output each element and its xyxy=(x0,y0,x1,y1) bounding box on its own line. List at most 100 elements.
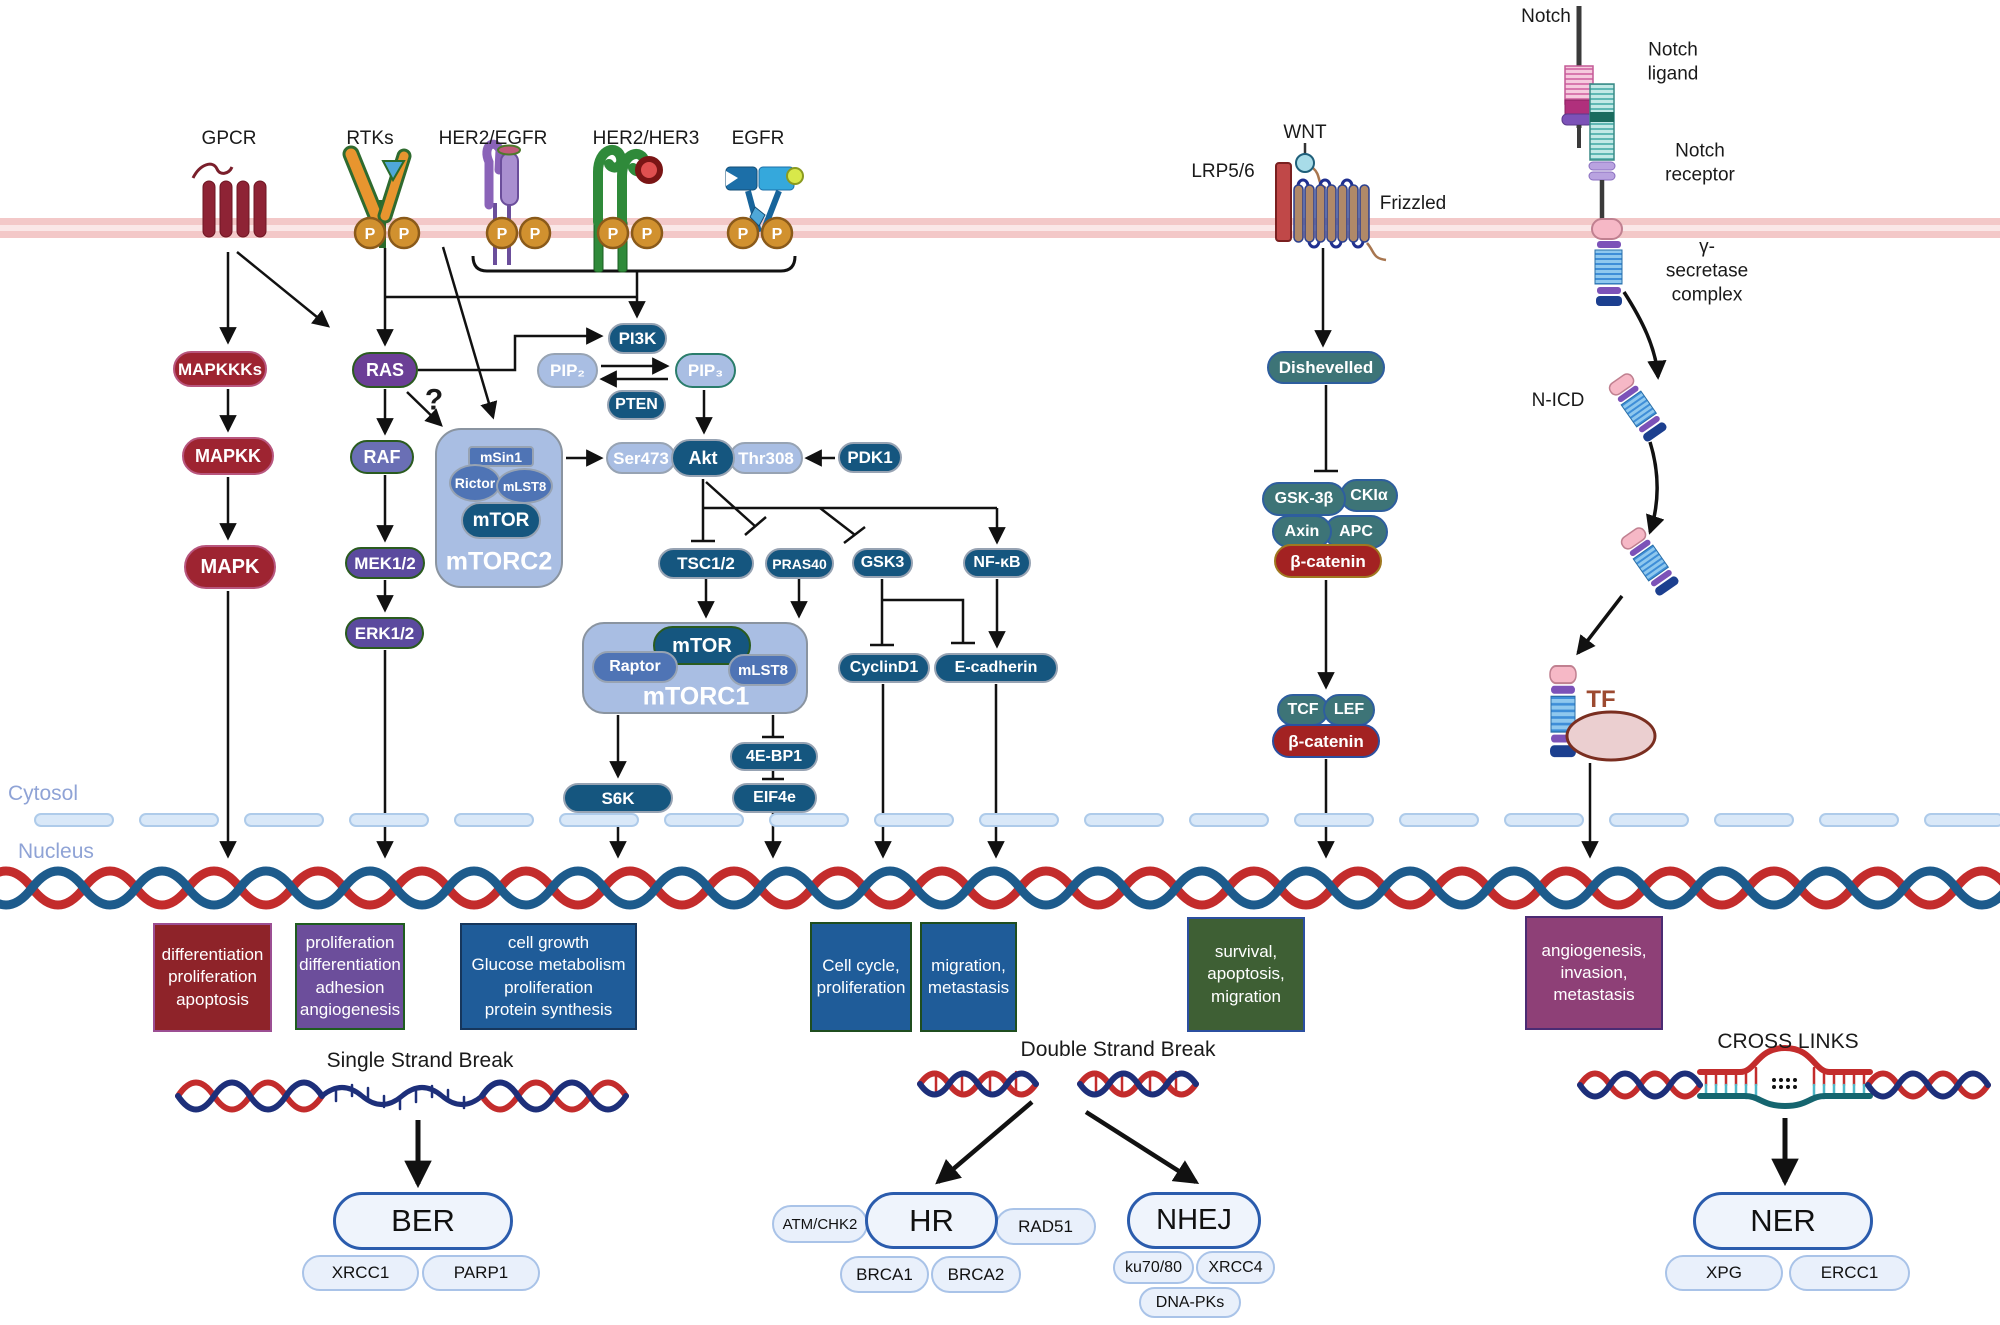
node-mapk: MAPK xyxy=(184,545,276,589)
outcome-box-erk: proliferation differentiation adhesion a… xyxy=(295,923,405,1030)
factor-xrcc4: XRCC4 xyxy=(1196,1251,1275,1284)
factor-ercc1: ERCC1 xyxy=(1789,1255,1910,1291)
node-pten: PTEN xyxy=(607,390,666,420)
phospho-p-icon: P xyxy=(365,226,376,243)
egfr-icon xyxy=(725,166,804,234)
pathway-connectors xyxy=(219,246,1799,1189)
node-s6k: S6K xyxy=(563,783,673,813)
node-thr308: Thr308 xyxy=(729,442,803,474)
node-dishevelled: Dishevelled xyxy=(1267,351,1385,384)
notch-receptor-label: Notch receptor xyxy=(1665,140,1735,185)
notch-label: Notch xyxy=(1521,6,1571,28)
node-nfkb: NF-κB xyxy=(963,548,1031,578)
notch-receptor-icon xyxy=(1561,6,1623,240)
node-raptor: Raptor xyxy=(592,651,678,683)
node-akt: Akt xyxy=(671,439,735,477)
node-4ebp1: 4E-BP1 xyxy=(730,742,818,771)
node-gsk3b: GSK-3β xyxy=(1262,482,1346,516)
node-lef: LEF xyxy=(1323,694,1375,726)
nicd-label: N-ICD xyxy=(1531,390,1585,412)
crosslink-dna-icon xyxy=(1577,1044,1991,1110)
node-mapkk: MAPKK xyxy=(182,437,274,475)
egfr-label: EGFR xyxy=(731,128,785,150)
frizzled-label: Frizzled xyxy=(1379,193,1447,215)
phospho-sites: P P P P P P P P xyxy=(353,216,794,250)
pathway-nhej: NHEJ xyxy=(1127,1192,1261,1249)
node-ras: RAS xyxy=(352,352,418,388)
factor-xrcc1: XRCC1 xyxy=(302,1255,419,1291)
node-eif4e: EIF4e xyxy=(732,783,817,813)
node-pdk1: PDK1 xyxy=(838,442,902,473)
node-erk12: ERK1/2 xyxy=(345,617,424,649)
outcome-box-cyclind1: Cell cycle, proliferation xyxy=(810,922,912,1032)
phospho-p-icon: P xyxy=(497,226,508,243)
mtorc1-label: mTORC1 xyxy=(642,682,750,711)
mtorc2-label: mTORC2 xyxy=(445,547,553,576)
node-b-catenin-complex: β-catenin xyxy=(1274,544,1382,578)
factor-brca2: BRCA2 xyxy=(931,1256,1021,1293)
node-mlst8-c1: mLST8 xyxy=(728,654,798,686)
lrp56-label: LRP5/6 xyxy=(1191,161,1255,183)
factor-parp1: PARP1 xyxy=(422,1255,540,1291)
phospho-p-icon: P xyxy=(642,226,653,243)
node-pip2: PIP₂ xyxy=(537,353,598,388)
node-mlst8-c2: mLST8 xyxy=(496,468,553,504)
pathway-ner: NER xyxy=(1693,1192,1873,1250)
outcome-box-wnt: survival, apoptosis, migration xyxy=(1187,917,1305,1032)
outcome-box-ecadherin: migration, metastasis xyxy=(920,922,1017,1032)
node-e-cadherin: E-cadherin xyxy=(934,653,1058,683)
factor-dnapks: DNA-PKs xyxy=(1139,1287,1241,1318)
node-gsk3: GSK3 xyxy=(852,548,913,578)
tf-complex-icon xyxy=(1565,710,1657,762)
phospho-p-icon: P xyxy=(399,226,410,243)
pathway-ber: BER xyxy=(333,1192,513,1250)
node-ckia: CKIα xyxy=(1340,479,1398,512)
dsb-title: Double Strand Break xyxy=(1020,1038,1216,1061)
factor-rad51: RAD51 xyxy=(995,1208,1096,1245)
gamma-secretase-icon xyxy=(1594,241,1623,306)
question-mark-label: ? xyxy=(424,383,444,417)
node-msin1: mSin1 xyxy=(468,446,534,467)
node-axin: Axin xyxy=(1272,515,1332,548)
phospho-p-icon: P xyxy=(530,226,541,243)
node-ser473: Ser473 xyxy=(606,442,676,474)
node-cyclind1: CyclinD1 xyxy=(838,653,930,683)
nucleus-label: Nucleus xyxy=(18,840,94,863)
gpcr-icon xyxy=(191,162,267,238)
outcome-box-mapk: differentiation proliferation apoptosis xyxy=(153,923,272,1032)
node-tcf: TCF xyxy=(1277,694,1329,726)
node-pip3: PIP₃ xyxy=(675,353,736,388)
node-mtor-c2: mTOR xyxy=(461,502,541,539)
pathway-hr: HR xyxy=(865,1192,998,1249)
factor-brca1: BRCA1 xyxy=(840,1256,929,1293)
rtks-label: RTKs xyxy=(346,128,394,150)
phospho-p-icon: P xyxy=(772,226,783,243)
node-tsc12: TSC1/2 xyxy=(658,548,754,579)
ssb-title: Single Strand Break xyxy=(326,1049,514,1072)
factor-atm-chk2: ATM/CHK2 xyxy=(772,1205,868,1243)
dsb-dna-icon xyxy=(917,1070,1199,1098)
node-mek12: MEK1/2 xyxy=(345,547,425,579)
her2-her3-label: HER2/HER3 xyxy=(592,128,700,150)
rtk-icon xyxy=(342,145,412,248)
node-pras40: PRAS40 xyxy=(765,548,834,579)
ssb-dna-icon xyxy=(175,1079,629,1113)
notch-ligand-label: Notch ligand xyxy=(1647,39,1699,84)
nuclear-membrane-dashes xyxy=(34,813,2000,827)
phospho-p-icon: P xyxy=(738,226,749,243)
tf-label: TF xyxy=(1586,686,1616,713)
her2-her3-icon xyxy=(593,145,663,273)
nuclear-dna-icon xyxy=(0,866,2000,910)
phospho-p-icon: P xyxy=(608,226,619,243)
node-pi3k: PI3K xyxy=(608,323,667,354)
node-b-catenin-nuclear: β-catenin xyxy=(1272,724,1380,758)
node-rictor: Rictor xyxy=(449,464,501,502)
outcome-box-notch: angiogenesis, invasion, metastasis xyxy=(1525,916,1663,1030)
factor-xpg: XPG xyxy=(1665,1255,1783,1291)
her2-egfr-label: HER2/EGFR xyxy=(438,128,548,150)
crosslinks-title: CROSS LINKS xyxy=(1717,1030,1859,1053)
factor-ku7080: ku70/80 xyxy=(1113,1251,1194,1284)
wnt-label: WNT xyxy=(1283,122,1327,144)
